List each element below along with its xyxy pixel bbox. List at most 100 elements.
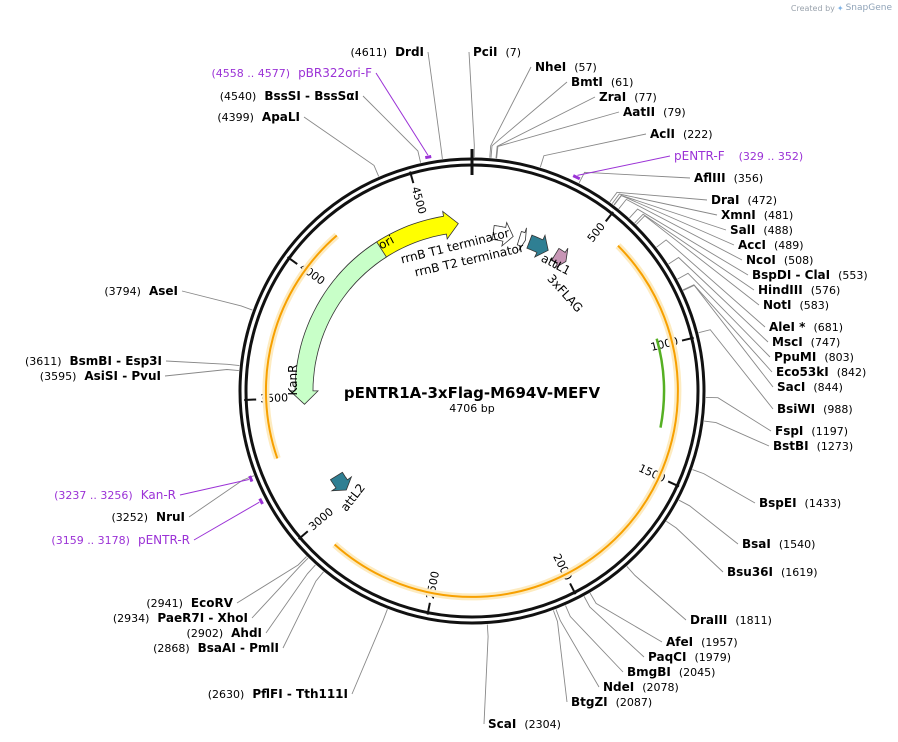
site-label-aatii: AatII(79) — [623, 105, 686, 119]
site-position: (842) — [837, 366, 867, 379]
leader-xmni — [611, 193, 718, 216]
leader-bspdi-clai — [629, 208, 749, 276]
primer-mark-pbr322ori-f — [425, 155, 432, 160]
site-label-sali: SalI(488) — [730, 223, 793, 237]
leader-ecorv — [236, 556, 307, 604]
site-position: (481) — [764, 209, 794, 222]
tick-label-3000: 3000 — [306, 505, 336, 533]
site-label-afei: AfeI(1957) — [666, 635, 738, 649]
leader-scai — [483, 624, 489, 725]
primer-label-pentr-f: pENTR-F (329 .. 352) — [674, 149, 803, 163]
site-label-drai: DraI(472) — [711, 193, 777, 207]
leader-drdi — [427, 51, 443, 159]
leader-aatii — [496, 111, 620, 159]
credit-brand: SnapGene — [845, 3, 892, 13]
feature-attl2 — [329, 471, 353, 492]
orf-arc-green — [655, 338, 666, 428]
site-label-bmgbi: BmgBI(2045) — [627, 665, 715, 679]
tick-4500 — [409, 171, 415, 184]
site-name: BsaI — [742, 537, 771, 551]
leader-bmgbi — [565, 605, 624, 673]
leader-ndei — [555, 609, 600, 688]
primer-label-pentr-r: (3159 .. 3178)pENTR-R — [51, 533, 190, 547]
site-name: DrdI — [395, 45, 424, 59]
credit-prefix: Created by — [790, 3, 835, 13]
site-position: (508) — [784, 254, 814, 267]
site-label-bsssi-bsss-i: (4540)BssSI - BssSαI — [220, 89, 359, 103]
site-name: SacI — [777, 380, 805, 394]
leader-asisi-pvui — [164, 369, 239, 377]
site-name: DraIII — [690, 613, 727, 627]
site-label-ppumi: PpuMI(803) — [774, 350, 854, 364]
site-label-noti: NotI(583) — [763, 298, 829, 312]
site-position: (2630) — [208, 688, 245, 701]
site-name: NcoI — [746, 253, 776, 267]
site-position: (2304) — [524, 718, 561, 731]
site-name: SalI — [730, 223, 755, 237]
primer-label-pbr322ori-f: (4558 .. 4577)pBR322ori-F — [212, 66, 373, 80]
site-label-paer7i-xhoi: (2934)PaeR7I - XhoI — [113, 611, 248, 625]
primer-range: (4558 .. 4577) — [212, 67, 291, 80]
site-name: AleI * — [769, 320, 806, 334]
site-label-afliii: AflIII(356) — [694, 171, 763, 185]
leader-sali — [613, 194, 727, 231]
leader-ahdi — [265, 564, 316, 634]
site-name: NheI — [535, 60, 566, 74]
site-name: PciI — [473, 45, 498, 59]
site-label-apali: (4399)ApaLI — [217, 110, 300, 124]
leader-bmti — [490, 81, 568, 158]
site-position: (1273) — [817, 440, 854, 453]
site-name: BtgZI — [571, 695, 608, 709]
tick-label-500: 500 — [585, 220, 608, 245]
leader-bsu36i — [666, 520, 724, 573]
site-position: (553) — [838, 269, 868, 282]
site-label-acli: AclI (222) — [650, 127, 713, 141]
leader-drai — [609, 191, 708, 203]
tick-1500 — [667, 480, 680, 488]
site-position: (57) — [574, 61, 597, 74]
site-position: (79) — [663, 106, 686, 119]
leader-fspi — [705, 396, 772, 432]
site-name: NruI — [156, 510, 185, 524]
site-name: EcoRV — [191, 596, 234, 610]
leader-apali — [303, 116, 380, 177]
site-name: AclI — [650, 127, 675, 141]
site-name: BsiWI — [777, 402, 815, 416]
tick-3000 — [297, 530, 309, 540]
site-name: BmgBI — [627, 665, 671, 679]
site-name: FspI — [775, 424, 803, 438]
site-position: (61) — [611, 76, 634, 89]
primer-leader-pentr-f — [577, 155, 671, 176]
primer-leader-pbr322ori-f — [375, 72, 429, 156]
site-label-btgzi: BtgZI(2087) — [571, 695, 652, 709]
site-label-pflfi-tth111i: (2630)PflFI - Tth111I — [208, 687, 348, 701]
tick-4000 — [286, 256, 298, 265]
site-name: Eco53kI — [776, 365, 829, 379]
tick-2000 — [569, 582, 577, 595]
site-label-msci: MscI(747) — [772, 335, 840, 349]
feature-rrnb-t1-terminator — [491, 221, 514, 248]
site-name: ZraI — [599, 90, 626, 104]
site-label-nhei: NheI (57) — [535, 60, 597, 74]
site-position: (222) — [683, 128, 713, 141]
site-label-ncoi: NcoI (508) — [746, 253, 813, 267]
orf-arcs — [262, 232, 682, 601]
site-position: (3794) — [104, 285, 141, 298]
leader-zrai — [495, 96, 596, 159]
feature-rrnb-t2-terminator — [516, 227, 527, 251]
feature-3xflag — [550, 247, 569, 269]
primer-name: pENTR-F — [674, 149, 725, 163]
site-name: PpuMI — [774, 350, 816, 364]
site-label-xmni: XmnI(481) — [721, 208, 793, 222]
site-name: PaeR7I - XhoI — [157, 611, 248, 625]
site-position: (4611) — [350, 46, 387, 59]
primer-range: (329 .. 352) — [739, 150, 804, 163]
site-position: (988) — [823, 403, 853, 416]
site-label-pcii: PciI(7) — [473, 45, 521, 59]
site-position: (2902) — [187, 627, 224, 640]
site-position: (2941) — [146, 597, 183, 610]
primer-range: (3237 .. 3256) — [54, 489, 133, 502]
site-label-bmti: BmtI(61) — [571, 75, 633, 89]
